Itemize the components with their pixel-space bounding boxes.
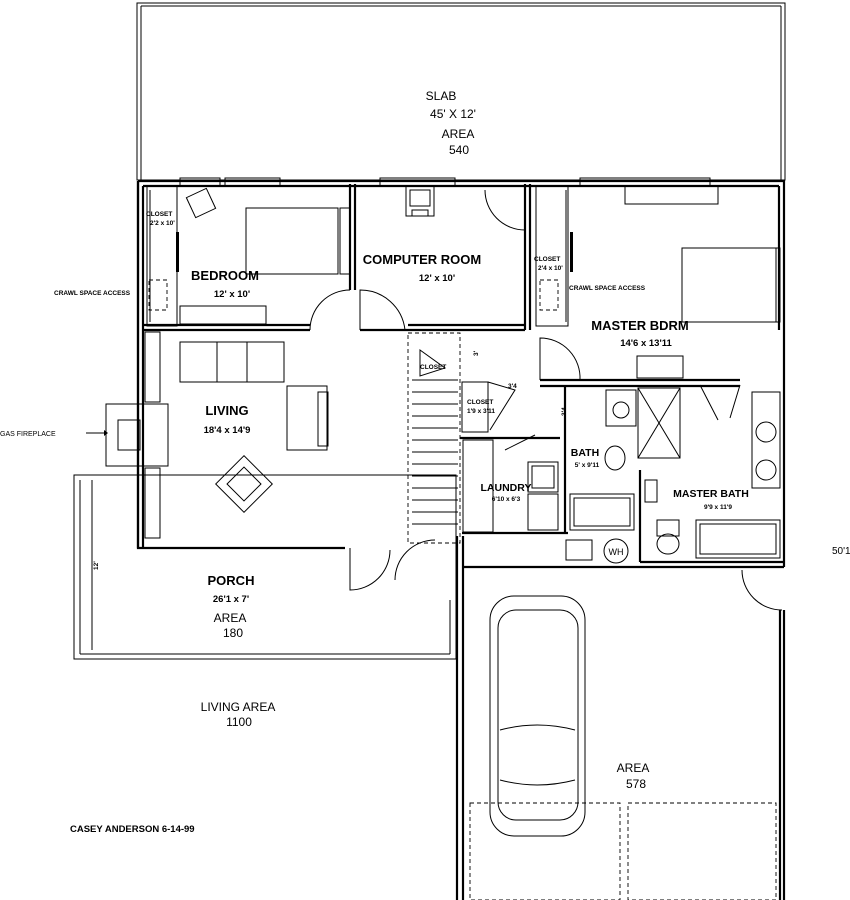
master-bath-size: 9'9 x 11'9: [704, 504, 732, 511]
living-label: LIVING: [205, 403, 248, 418]
credit-label: CASEY ANDERSON 6-14-99: [70, 824, 195, 835]
living-size: 18'4 x 14'9: [204, 425, 251, 436]
bedroom-room: [143, 184, 357, 332]
closet-master-label: CLOSET: [534, 256, 560, 263]
closet-stair-label: CLOSET: [420, 364, 446, 371]
garage-area-value: 578: [626, 777, 646, 791]
service-rooms: [460, 386, 784, 611]
bath-label: BATH: [571, 447, 599, 459]
slab-size: 45' X 12': [430, 107, 476, 121]
computer-room: [359, 184, 532, 332]
water-heater-label: WH: [609, 547, 624, 557]
master-bdrm-label: MASTER BDRM: [591, 318, 689, 333]
living-room: [86, 330, 329, 548]
living-area-label: LIVING AREA: [201, 700, 276, 714]
closet-hall-label: CLOSET: [467, 399, 493, 406]
computer-room-label: COMPUTER ROOM: [363, 252, 481, 267]
gas-fireplace-label: GAS FIREPLACE: [0, 431, 56, 438]
porch: [73, 474, 457, 660]
garage: [469, 595, 777, 900]
master-bdrm-size: 14'6 x 13'11: [620, 338, 672, 349]
exterior-walls: [136, 179, 786, 900]
computer-room-size: 12' x 10': [419, 273, 455, 284]
porch-area-label: AREA: [214, 611, 247, 625]
garage-area-label: AREA: [617, 761, 650, 775]
porch-label: PORCH: [208, 573, 255, 588]
closet-hall-size: 1'9 x 3'11: [467, 408, 495, 415]
dim-porch-12: 12': [93, 561, 100, 570]
porch-area-value: 180: [223, 626, 243, 640]
dim-garage-50: 50'1: [832, 546, 850, 557]
dim-hall-3: 3': [473, 350, 480, 356]
bedroom-size: 12' x 10': [214, 289, 250, 300]
dim-hall-3-4b: 3'4: [561, 407, 568, 416]
closet-bedroom-label: CLOSET: [146, 211, 172, 218]
laundry-label: LAUNDRY: [481, 482, 532, 494]
master-bath-label: MASTER BATH: [673, 488, 749, 500]
master-bedroom-room: [535, 185, 781, 421]
dim-hall-3-4a: 3'4: [508, 383, 517, 390]
bath-size: 5' x 9'11: [575, 462, 600, 469]
crawl-space-right: CRAWL SPACE ACCESS: [569, 285, 646, 292]
crawl-space-left: CRAWL SPACE ACCESS: [54, 290, 131, 297]
porch-size: 26'1 x 7': [213, 594, 249, 605]
slab-area-value: 540: [449, 143, 469, 157]
laundry-size: 6'10 x 6'3: [492, 496, 521, 503]
closet-bedroom-size: 2'2 x 10': [150, 220, 175, 227]
living-area-value: 1100: [226, 715, 252, 729]
slab-label: SLAB: [426, 89, 457, 103]
bedroom-label: BEDROOM: [191, 268, 259, 283]
closet-master-size: 2'4 x 10': [538, 265, 563, 272]
slab-area-label: AREA: [442, 127, 475, 141]
